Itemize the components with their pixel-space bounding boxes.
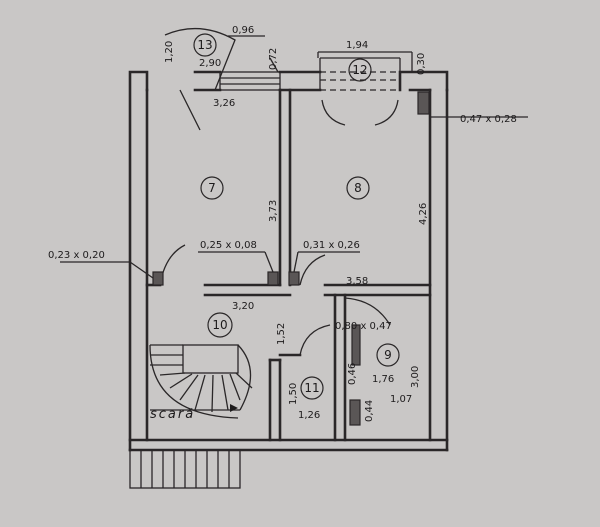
dim-3-58: 3,58 xyxy=(346,276,368,287)
dim-0-72: 0,72 xyxy=(268,48,279,70)
room-8-number: 8 xyxy=(354,181,362,195)
room-10-number: 10 xyxy=(212,318,227,332)
stairs-label: scară xyxy=(150,407,195,422)
dim-3-20: 3,20 xyxy=(232,301,254,312)
room-9-number: 9 xyxy=(384,348,392,362)
room-11-number: 11 xyxy=(304,381,319,395)
dim-0-30: 0,30 xyxy=(416,53,427,75)
balcony-12 xyxy=(319,57,401,91)
dim-3-73: 3,73 xyxy=(268,200,279,222)
dimension-leaders xyxy=(60,35,528,279)
dim-0-46: 0,46 xyxy=(347,363,358,385)
dim-1-20: 1,20 xyxy=(164,41,175,63)
dim-1-50: 1,50 xyxy=(288,383,299,405)
dim-4-26: 4,26 xyxy=(418,203,429,225)
dim-0-44: 0,44 xyxy=(364,400,375,422)
dim-1-94: 1,94 xyxy=(346,40,368,51)
room-13-number: 13 xyxy=(197,38,212,52)
dim-1-52: 1,52 xyxy=(276,323,287,345)
stairs xyxy=(149,344,253,419)
hatched-pillars xyxy=(152,91,430,426)
window-13 xyxy=(219,71,281,91)
dim-0-47x0-28: 0,47 x 0,28 xyxy=(460,114,517,125)
dim-3-00: 3,00 xyxy=(410,366,421,388)
dim-0-23x0-20: 0,23 x 0,20 xyxy=(48,250,105,261)
dim-0-25x0-08: 0,25 x 0,08 xyxy=(200,240,257,251)
dim-1-07: 1,07 xyxy=(390,394,412,405)
dimension-labels: 1,20 0,96 1,94 0,30 2,90 0,72 3,26 0,47 … xyxy=(48,25,517,422)
room-7-number: 7 xyxy=(208,181,216,195)
dim-0-31x0-26: 0,31 x 0,26 xyxy=(303,240,360,251)
entrance-steps xyxy=(129,449,241,489)
dim-0-96: 0,96 xyxy=(232,25,254,36)
dim-2-90: 2,90 xyxy=(199,58,221,69)
dim-1-26: 1,26 xyxy=(298,410,320,421)
room-markers: 13 12 7 8 10 9 11 xyxy=(193,33,400,400)
dim-0-80x0-47: 0,80 x 0,47 xyxy=(335,321,392,332)
dim-1-76: 1,76 xyxy=(372,374,394,385)
dim-3-26: 3,26 xyxy=(213,98,235,109)
door-arc-room-7 xyxy=(179,89,201,131)
room-12-number: 12 xyxy=(352,63,367,77)
entrance-door-arc xyxy=(164,27,236,91)
